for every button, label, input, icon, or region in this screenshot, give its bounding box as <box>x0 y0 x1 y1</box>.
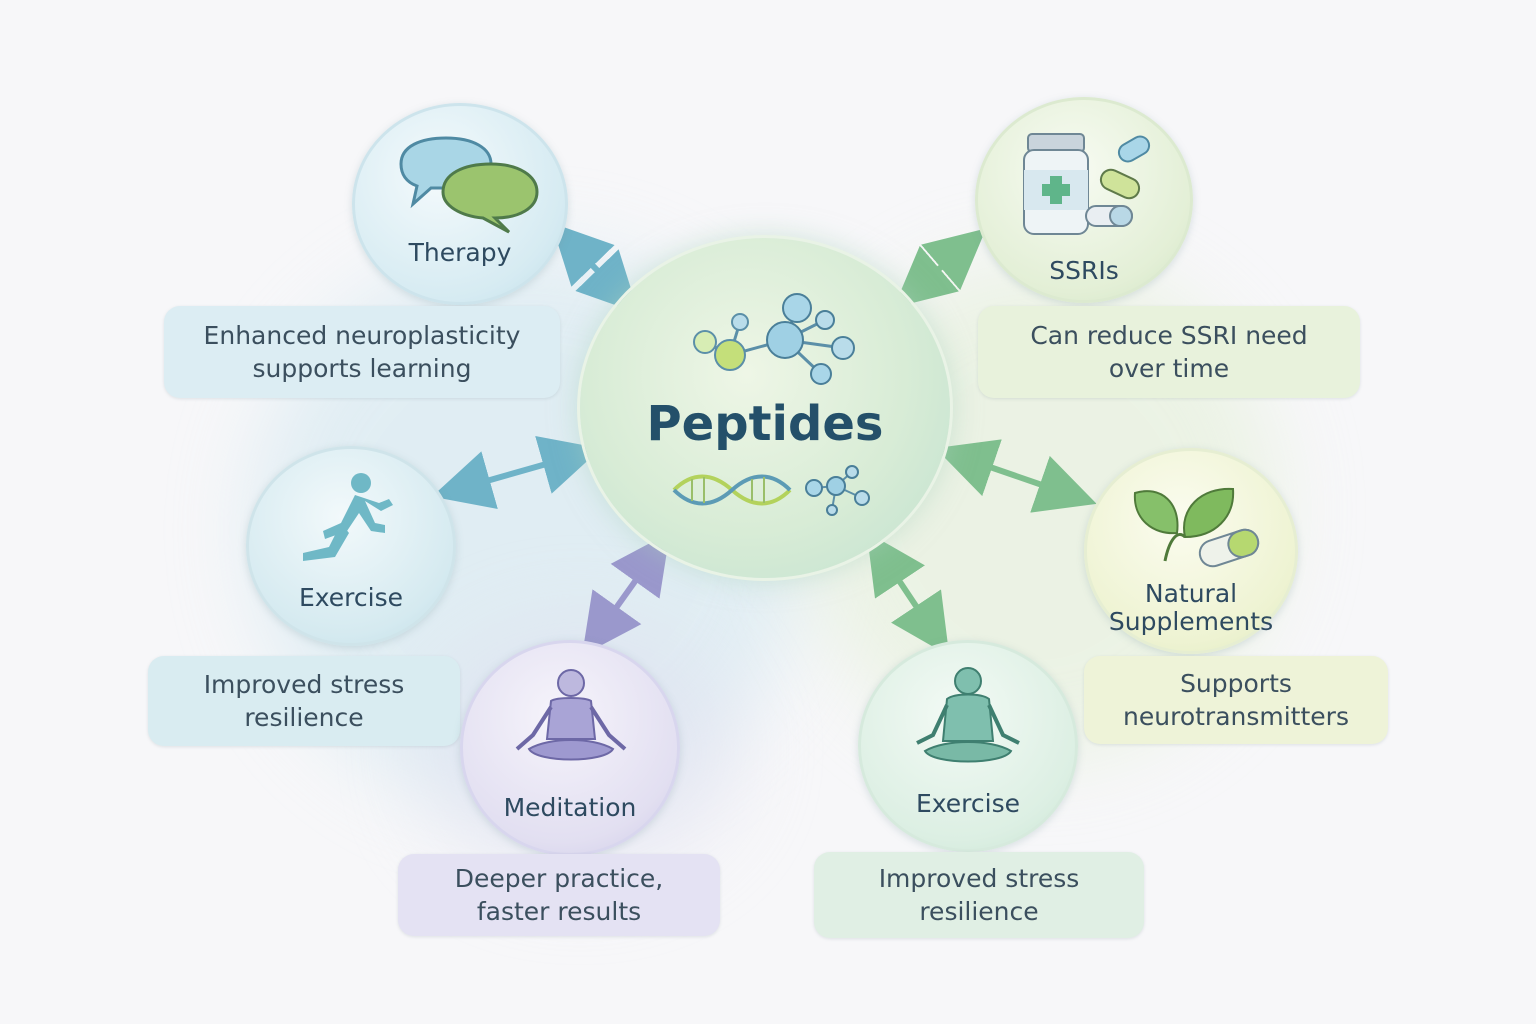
desc-exercise-left-line-1: Improved stress <box>203 670 405 699</box>
node-meditation-label: Meditation <box>503 793 637 822</box>
arrow-meditation <box>582 532 670 656</box>
desc-therapy-line-2: supports learning <box>252 354 472 383</box>
desc-exercise-right: Improved stress resilience <box>814 852 1144 938</box>
node-ssris: SSRIs <box>975 97 1193 303</box>
node-natural-supplements: Natural Supplements <box>1084 448 1298 654</box>
center-node-peptides: Peptides <box>580 238 950 578</box>
node-ssris-label: SSRIs <box>1049 256 1119 285</box>
node-meditation: Meditation <box>460 640 680 856</box>
node-therapy-label: Therapy <box>408 238 512 267</box>
desc-ssris: Can reduce SSRI need over time <box>978 306 1360 398</box>
node-exercise-right: Exercise <box>858 640 1078 852</box>
desc-exercise-left-line-2: resilience <box>244 703 364 732</box>
desc-exercise-right-line-1: Improved stress <box>878 864 1080 893</box>
desc-exercise-left: Improved stress resilience <box>148 656 460 746</box>
desc-natural-supplements-line-2: neurotransmitters <box>1123 702 1349 731</box>
desc-meditation: Deeper practice, faster results <box>398 854 720 936</box>
desc-exercise-right-line-2: resilience <box>919 897 1039 926</box>
small-molecule-icon <box>805 465 870 516</box>
node-exercise-left: Exercise <box>246 446 456 646</box>
running-person-icon <box>303 473 393 561</box>
node-natural-supplements-label-line-2: Supplements <box>1108 607 1274 636</box>
arrow-natural-supplements <box>935 439 1097 513</box>
pill-bottle-icon <box>1023 133 1151 235</box>
desc-meditation-line-1: Deeper practice, <box>454 864 664 893</box>
center-title: Peptides <box>646 396 884 452</box>
desc-therapy: Enhanced neuroplasticity supports learni… <box>164 306 560 398</box>
leaf-capsule-icon <box>1133 487 1260 568</box>
arrow-exercise-left <box>431 435 602 510</box>
desc-natural-supplements: Supports neurotransmitters <box>1084 656 1388 744</box>
desc-ssris-line-1: Can reduce SSRI need <box>1030 321 1308 350</box>
seated-person-icon <box>916 667 1020 763</box>
meditating-person-icon <box>515 669 627 761</box>
node-therapy: Therapy <box>352 103 568 305</box>
speech-bubbles-icon <box>399 136 539 234</box>
desc-ssris-line-2: over time <box>1108 354 1230 383</box>
node-natural-supplements-label-line-1: Natural <box>1144 579 1238 608</box>
desc-meditation-line-2: faster results <box>476 897 642 926</box>
arrow-therapy <box>551 222 639 314</box>
dna-helix-icon <box>672 474 792 506</box>
arrow-exercise-right <box>866 532 950 656</box>
node-exercise-left-label: Exercise <box>298 583 404 612</box>
desc-natural-supplements-line-1: Supports <box>1180 669 1292 698</box>
arrow-ssris <box>893 228 987 308</box>
molecule-icon <box>693 293 855 385</box>
desc-therapy-line-1: Enhanced neuroplasticity <box>203 321 521 350</box>
node-exercise-right-label: Exercise <box>915 789 1021 818</box>
